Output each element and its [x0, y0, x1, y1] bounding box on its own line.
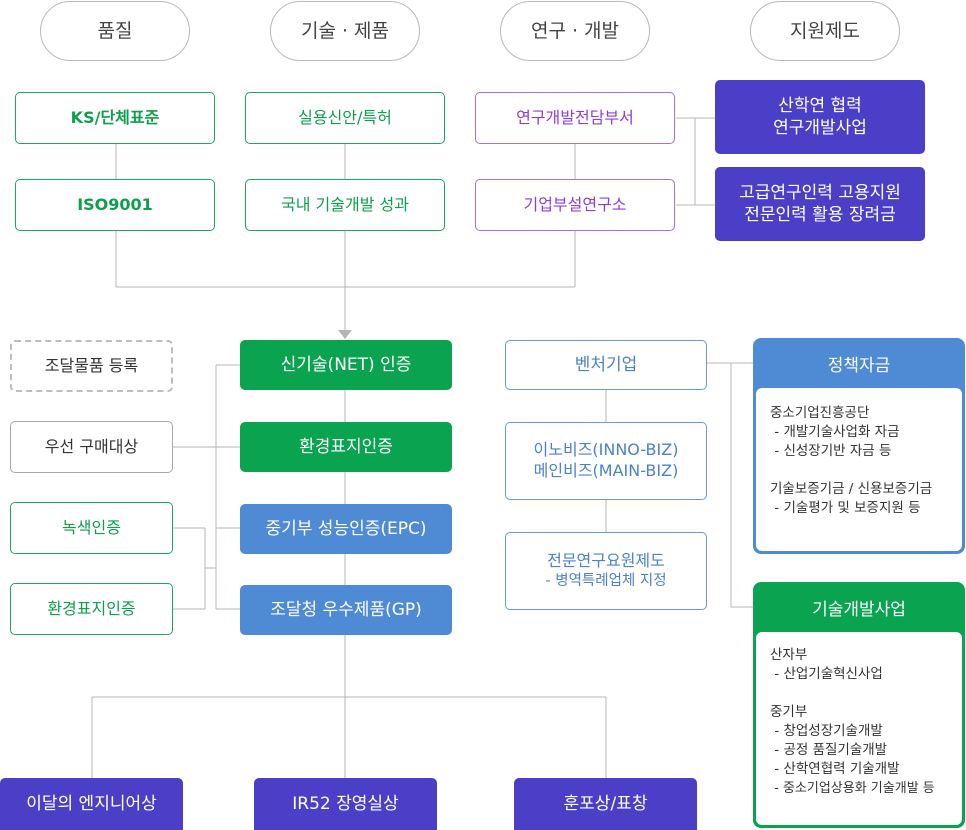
ir52-award-label: IR52 장영실상: [292, 793, 399, 814]
tech-dev-group2-item: - 창업성장기술개발: [770, 723, 883, 739]
expert-researcher-line1: 전문연구요원제도: [547, 551, 665, 571]
net-cert-label: 신기술(NET) 인증: [280, 354, 412, 375]
expert-researcher-box: 전문연구요원제도- 병역특례업체 지정: [505, 532, 707, 610]
arrow-down-icon: [338, 330, 352, 339]
innobiz-line1: 이노비즈(INNO-BIZ): [533, 440, 679, 460]
header-rnd: 연구 · 개발: [500, 1, 650, 61]
tech-dev-group2-item: - 산학연협력 기술개발: [770, 761, 900, 777]
procurement-registration-label: 조달물품 등록: [44, 355, 139, 375]
priority-purchase-box: 우선 구매대상: [10, 421, 173, 473]
iso9001-box: ISO9001: [15, 179, 215, 231]
rnd-dept-box: 연구개발전담부서: [475, 92, 675, 144]
tech-dev-panel: 기술개발사업 산자부 - 산업기술혁신사업 중기부 - 창업성장기술개발 - 공…: [753, 582, 965, 828]
innobiz-line2: 메인비즈(MAIN-BIZ): [533, 461, 679, 480]
green-cert-label: 녹색인증: [62, 517, 121, 537]
eco-label-center-text: 환경표지인증: [299, 436, 393, 457]
policy-fund-panel: 정책자금 중소기업진흥공단 - 개발기술사업화 자금 - 신성장기반 자금 등 …: [753, 338, 965, 554]
tech-dev-group1-item: - 산업기술혁신사업: [770, 666, 883, 682]
industry-academia-line2: 연구개발사업: [773, 118, 867, 138]
innobiz-box: 이노비즈(INNO-BIZ)메인비즈(MAIN-BIZ): [505, 422, 707, 500]
header-tech-product: 기술 · 제품: [270, 1, 420, 61]
ks-standard-label: KS/단체표준: [70, 107, 160, 127]
corporate-lab-label: 기업부설연구소: [523, 194, 627, 214]
header-quality-label: 품질: [97, 19, 133, 42]
priority-purchase-label: 우선 구매대상: [44, 436, 139, 456]
header-quality: 품질: [40, 1, 190, 61]
tech-dev-group1-title: 산자부: [770, 647, 808, 663]
venture-label: 벤처기업: [574, 354, 638, 375]
tech-dev-group2-item: - 공정 품질기술개발: [770, 742, 888, 758]
header-support-label: 지원제도: [790, 19, 860, 42]
researcher-hire-line1: 고급연구인력 고용지원: [739, 182, 901, 203]
gp-product-label: 조달청 우수제품(GP): [270, 599, 422, 620]
tech-dev-group2-item: - 중소기업상용화 기술개발 등: [770, 781, 935, 796]
procurement-registration-box: 조달물품 등록: [10, 340, 173, 392]
eco-label-box-left: 환경표지인증: [10, 583, 173, 635]
gp-product-box: 조달청 우수제품(GP): [240, 585, 452, 635]
expert-researcher-line2: - 병역특례업체 지정: [545, 572, 667, 589]
ks-standard-box: KS/단체표준: [15, 92, 215, 144]
medal-award-box: 훈포상/표창: [514, 778, 697, 830]
net-cert-box: 신기술(NET) 인증: [240, 340, 452, 390]
tech-dev-title: 기술개발사업: [812, 599, 906, 620]
epc-cert-label: 중기부 성능인증(EPC): [265, 518, 427, 539]
eco-label-box-center: 환경표지인증: [240, 422, 452, 472]
eco-label-left-text: 환경표지인증: [47, 598, 136, 618]
tech-dev-body: 산자부 - 산업기술혁신사업 중기부 - 창업성장기술개발 - 공정 품질기술개…: [756, 632, 962, 825]
domestic-tech-box: 국내 기술개발 성과: [245, 179, 445, 231]
policy-fund-group1-item: - 개발기술사업화 자금: [770, 424, 900, 440]
policy-fund-group1-item: - 신성장기반 자금 등: [770, 443, 892, 459]
header-rnd-label: 연구 · 개발: [530, 19, 620, 42]
domestic-tech-label: 국내 기술개발 성과: [281, 194, 409, 214]
tech-dev-group2-title: 중기부: [770, 704, 808, 720]
researcher-hire-line2: 전문인력 활용 장려금: [744, 205, 896, 225]
utility-patent-label: 실용신안/특허: [298, 107, 392, 127]
venture-box: 벤처기업: [505, 340, 707, 390]
header-support: 지원제도: [750, 1, 900, 61]
policy-fund-title: 정책자금: [827, 355, 891, 376]
medal-award-label: 훈포상/표창: [563, 793, 648, 814]
corporate-lab-box: 기업부설연구소: [475, 179, 675, 231]
engineer-award-box: 이달의 엔지니어상: [0, 778, 183, 830]
engineer-award-label: 이달의 엔지니어상: [26, 793, 157, 814]
utility-patent-box: 실용신안/특허: [245, 92, 445, 144]
policy-fund-group2-title: 기술보증기금 / 신용보증기금: [770, 481, 933, 497]
industry-academia-line1: 산학연 협력: [778, 95, 862, 116]
policy-fund-group2-item: - 기술평가 및 보증지원 등: [770, 500, 921, 516]
header-tech-label: 기술 · 제품: [300, 19, 390, 42]
policy-fund-group1-title: 중소기업진흥공단: [770, 405, 870, 421]
green-cert-box: 녹색인증: [10, 502, 173, 554]
rnd-dept-label: 연구개발전담부서: [516, 107, 634, 127]
iso9001-label: ISO9001: [77, 194, 153, 214]
ir52-award-box: IR52 장영실상: [254, 778, 437, 830]
policy-fund-body: 중소기업진흥공단 - 개발기술사업화 자금 - 신성장기반 자금 등 기술보증기…: [756, 388, 962, 551]
epc-cert-box: 중기부 성능인증(EPC): [240, 504, 452, 554]
